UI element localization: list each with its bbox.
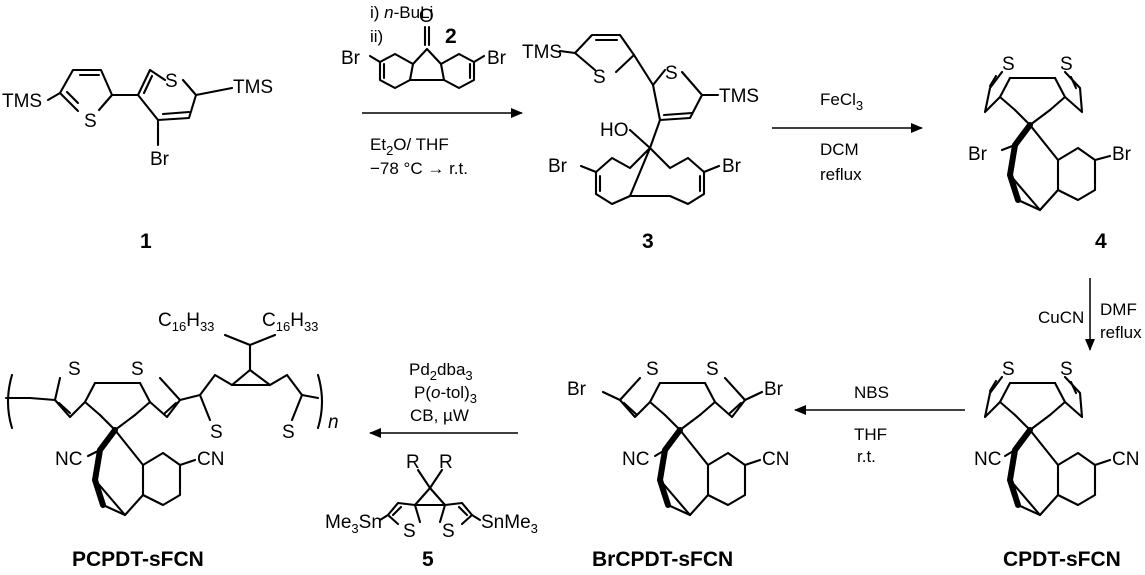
compound-3-sulfur-lower: S (665, 63, 678, 84)
pcpdt-sulfur-3: S (210, 422, 223, 443)
brcpdt-nitrile-left: NC (622, 449, 649, 470)
step-4-temperature: r.t. (857, 447, 876, 466)
reagent-5-r-left: R (406, 452, 420, 473)
step-4-reagent: NBS (854, 383, 889, 402)
reagent-5-label: 5 (422, 548, 434, 571)
reagent-5-structure (378, 468, 482, 526)
cpdt-sfcn-structure (983, 375, 1112, 517)
reagent-5-sulfur-right: S (442, 521, 455, 542)
svg-text:ii): ii) (370, 27, 383, 46)
compound-4-structure (983, 70, 1112, 212)
cpdt-sulfur-left: S (1002, 359, 1015, 380)
step-5-catalyst: Pd2dba3 (409, 360, 473, 383)
step-5-ligand: P(o-tol)3 (414, 383, 477, 406)
step-3-reagent: CuCN (1038, 308, 1084, 327)
cpdt-nitrile-left: NC (974, 449, 1001, 470)
compound-4-label: 4 (1095, 230, 1107, 253)
svg-text:i) n-BuLi: i) n-BuLi (370, 3, 433, 22)
pcpdt-alkyl-right: C16H33 (262, 310, 318, 334)
cpdt-nitrile-right: CN (1112, 449, 1139, 470)
step-2-solvent: DCM (820, 140, 859, 159)
compound-3-hydroxyl: HO (600, 120, 629, 141)
pcpdt-sulfur-2: S (131, 359, 144, 380)
reagent-5-stannyl-left: Me3Sn (325, 512, 382, 536)
reagent-2-bromine-right: Br (487, 48, 507, 69)
reagent-2-structure (368, 25, 486, 90)
reagent-2-bromine-left: Br (341, 48, 361, 69)
brcpdt-sfcn-structure (601, 376, 764, 517)
compound-1-tms-left: TMS (2, 91, 42, 112)
compound-1-tms-right: TMS (233, 77, 273, 98)
compound-1-sulfur-right: S (165, 71, 178, 92)
brcpdt-bromine-left: Br (567, 379, 587, 400)
reagent-5-stannyl-right: SnMe3 (481, 512, 538, 536)
compound-1-bromine: Br (150, 149, 170, 170)
reagent-2-label: 2 (445, 25, 457, 48)
brcpdt-bromine-right: Br (764, 379, 784, 400)
compound-1-sulfur-left: S (84, 111, 97, 132)
compound-1-label: 1 (140, 230, 152, 253)
cpdt-sfcn-label: CPDT-sFCN (1003, 548, 1121, 571)
compound-4-bromine-right: Br (1112, 144, 1132, 165)
compound-4-bromine-left: Br (968, 144, 988, 165)
compound-3-tms-right: TMS (719, 86, 759, 107)
pcpdt-sfcn-label: PCPDT-sFCN (72, 548, 204, 571)
step-1-conditions: i) n-BuLi ii) (370, 3, 433, 46)
compound-3-label: 3 (642, 230, 654, 253)
compound-4-sulfur-left: S (1002, 54, 1015, 75)
pcpdt-sulfur-4: S (282, 422, 295, 443)
compound-3-structure (558, 33, 721, 206)
compound-3-sulfur-upper: S (593, 67, 606, 88)
step-5-solvent: CB, µW (410, 406, 469, 425)
pcpdt-nitrile-right: CN (197, 449, 224, 470)
step-1-temperature: −78 °C → r.t. (370, 159, 468, 178)
step-4-solvent: THF (854, 425, 887, 444)
pcpdt-repeat-n: n (328, 412, 339, 433)
pcpdt-nitrile-left: NC (55, 449, 82, 470)
pcpdt-sulfur-1: S (68, 359, 81, 380)
pcpdt-alkyl-left: C16H33 (158, 310, 214, 334)
step-2-temperature: reflux (820, 165, 862, 184)
brcpdt-sulfur-left: S (646, 359, 659, 380)
brcpdt-sfcn-label: BrCPDT-sFCN (592, 548, 733, 571)
brcpdt-sulfur-right: S (706, 359, 719, 380)
step-3-solvent: DMF (1100, 300, 1137, 319)
step-2-reagent: FeCl3 (820, 90, 863, 113)
brcpdt-nitrile-right: CN (762, 449, 789, 470)
cpdt-sulfur-right: S (1060, 359, 1073, 380)
compound-4-sulfur-right: S (1060, 54, 1073, 75)
step-3-temperature: reflux (1100, 323, 1142, 342)
reagent-5-r-right: R (439, 452, 453, 473)
reagent-2-oxygen: O (419, 6, 434, 27)
pcpdt-sfcn-structure (4, 333, 324, 517)
compound-1-structure (46, 68, 234, 147)
step-1-solvent: Et2O/ THF (370, 135, 449, 158)
reagent-5-sulfur-left: S (403, 521, 416, 542)
compound-3-tms-left: TMS (522, 42, 562, 63)
compound-3-bromine-right: Br (722, 156, 742, 177)
compound-3-bromine-left: Br (548, 156, 568, 177)
